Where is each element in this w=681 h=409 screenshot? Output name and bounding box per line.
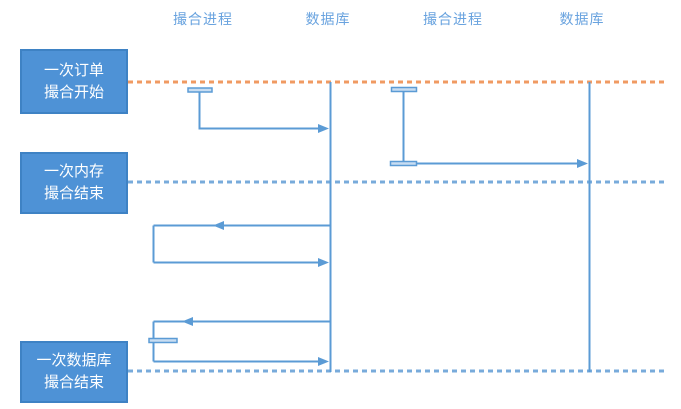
- column-header-process-1: 撮合进程: [173, 11, 233, 27]
- activation-cap-process1: [187, 87, 213, 93]
- arrowhead-process2-to-db2: [577, 159, 588, 168]
- milestone-label-line: 撮合结束: [43, 185, 104, 202]
- milestone-label-line: 一次数据库: [36, 352, 112, 369]
- arrowhead-process1-to-db1-final: [318, 357, 329, 366]
- milestone-box-memory-end: 一次内存 撮合结束: [20, 152, 128, 214]
- milestone-box-order-start: 一次订单 撮合开始: [20, 49, 128, 114]
- arrowhead-process1-to-db1-second: [318, 258, 329, 267]
- arrowhead-return-db1-bottom: [182, 317, 193, 326]
- milestone-label-line: 撮合开始: [43, 83, 104, 101]
- arrowhead-process1-to-db1: [318, 124, 329, 133]
- milestone-box-database-end: 一次数据库 撮合结束: [20, 341, 128, 403]
- activation-cap-bottom: [148, 337, 178, 344]
- arrowhead-return-db1-mid: [213, 221, 224, 230]
- milestone-label-line: 一次内存: [43, 163, 104, 180]
- column-header-process-2: 撮合进程: [423, 11, 483, 27]
- milestone-label-line: 撮合结束: [43, 374, 104, 391]
- activation-cap-process2-top: [390, 86, 418, 93]
- message-process1-to-db1: [198, 92, 320, 130]
- activation-cap-process2-bottom: [389, 160, 418, 167]
- milestone-label-line: 一次订单: [43, 61, 104, 79]
- column-header-database-1: 数据库: [305, 11, 351, 27]
- column-header-database-2: 数据库: [559, 11, 605, 27]
